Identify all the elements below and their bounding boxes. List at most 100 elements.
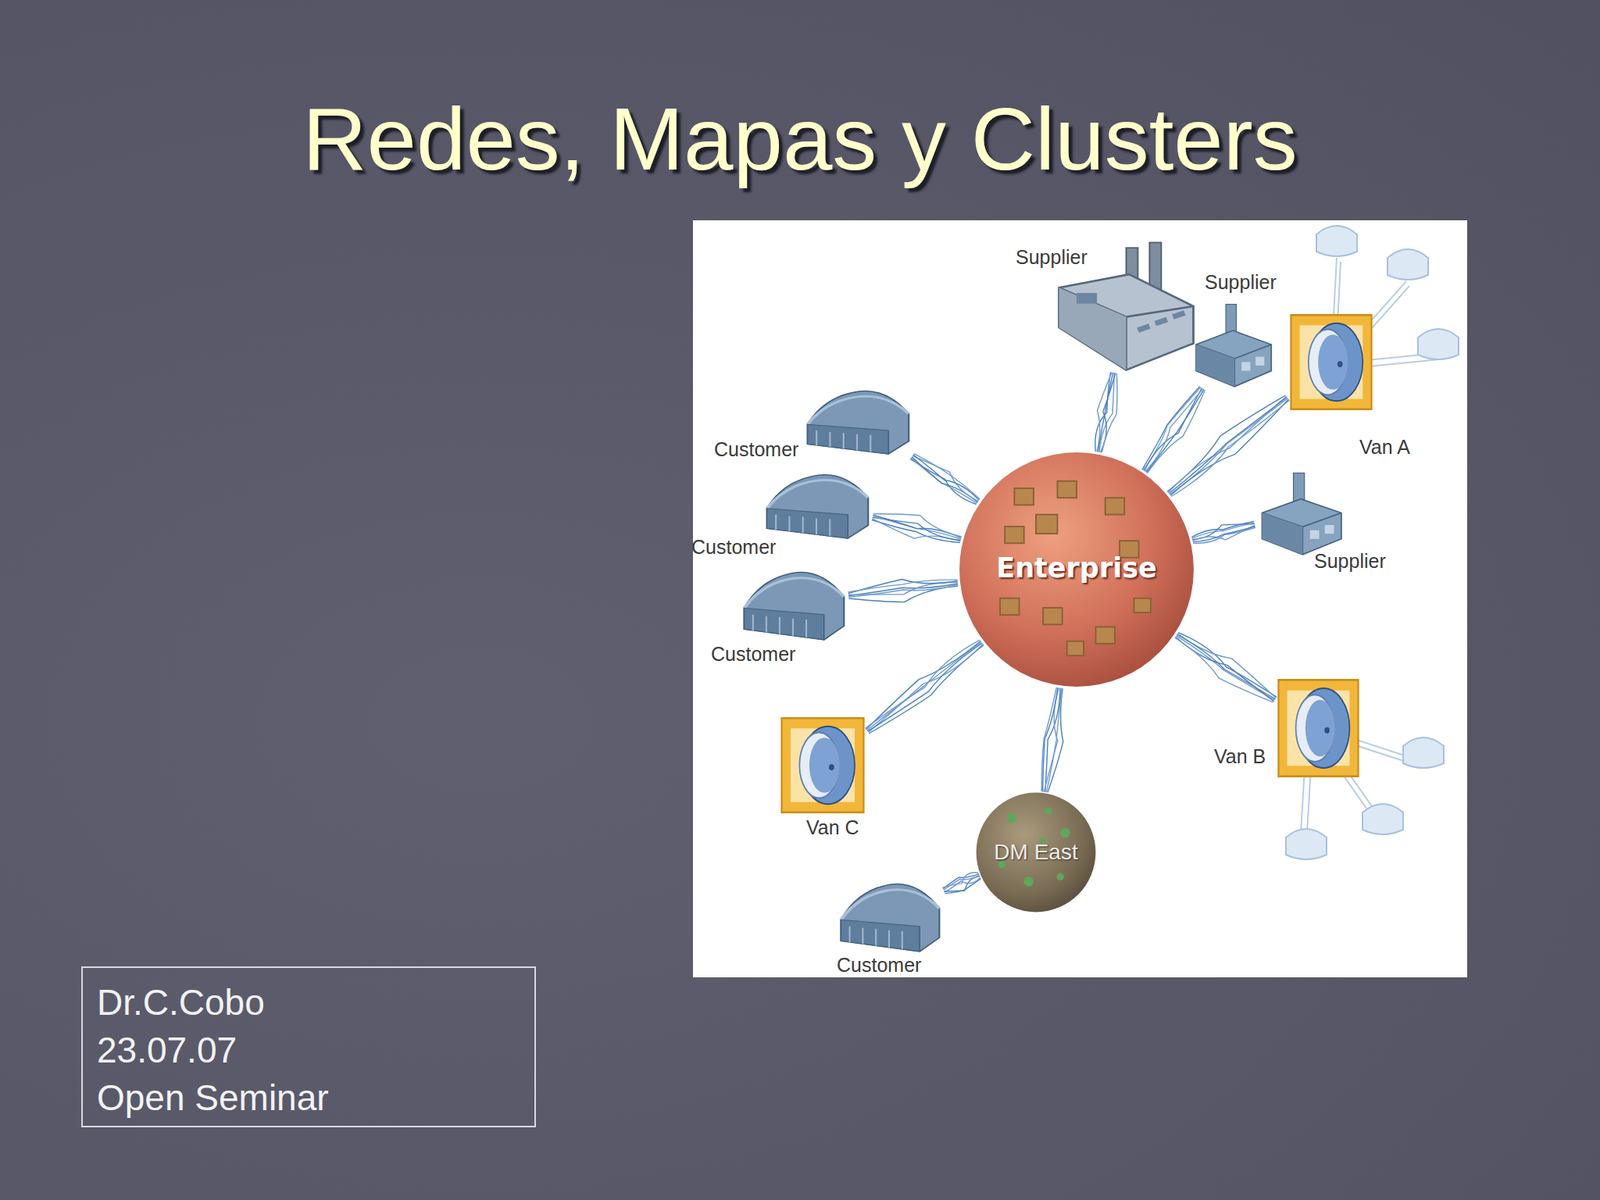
link-strand	[1095, 371, 1111, 452]
network-link	[871, 514, 962, 543]
sphere-label: DM East	[975, 791, 1097, 914]
sphere-label: Enterprise	[957, 448, 1197, 688]
slide-title: Redes, Mapas y Clusters	[0, 87, 1600, 190]
link-strand	[867, 643, 983, 733]
link-strand	[873, 514, 962, 537]
node-label: Van B	[1214, 745, 1266, 768]
link-strand	[913, 454, 980, 500]
link-strand	[1147, 389, 1206, 473]
node-label: Supplier	[1314, 550, 1386, 573]
link-strand	[1101, 373, 1118, 454]
link-strand	[1177, 633, 1276, 699]
link-strand	[1144, 388, 1203, 472]
link-strand	[1192, 527, 1256, 543]
link-strand	[914, 453, 981, 500]
link-strand	[865, 639, 981, 729]
node-label: Van C	[806, 816, 860, 840]
customer-node: Customer	[800, 380, 914, 457]
link-strand	[1167, 395, 1286, 492]
supplier-node: Supplier	[1254, 469, 1347, 557]
link-strand	[873, 514, 962, 538]
link-strand	[1192, 524, 1255, 540]
link-strand	[1169, 398, 1288, 495]
node-label: Supplier	[1204, 271, 1277, 294]
link-strand	[848, 579, 958, 593]
link-strand	[1041, 687, 1057, 792]
link-strand	[867, 642, 983, 731]
link-strand	[1170, 399, 1289, 496]
link-strand	[1192, 522, 1255, 539]
link-strand	[848, 582, 958, 595]
network-link	[1041, 687, 1064, 793]
link-strand	[1192, 526, 1256, 543]
node-label: Van A	[1359, 435, 1411, 459]
link-strand	[1175, 637, 1274, 703]
node-label: Customer	[836, 953, 922, 977]
link-strand	[848, 578, 958, 593]
link-strand	[945, 878, 982, 894]
supplier-node: Supplier	[1189, 300, 1277, 389]
author-box: Dr.C.Cobo23.07.07Open Seminar	[81, 966, 536, 1128]
author-line: 23.07.07	[96, 1026, 521, 1075]
link-strand	[1098, 372, 1114, 453]
link-strand	[871, 519, 961, 543]
node-label: Customer	[714, 438, 799, 461]
link-strand	[1192, 525, 1256, 541]
van-node: Van C	[778, 714, 868, 817]
customer-icon	[760, 464, 873, 541]
link-strand	[1176, 634, 1275, 700]
link-strand	[1047, 688, 1064, 793]
link-strand	[1042, 687, 1058, 792]
network-link	[1142, 386, 1205, 474]
link-strand	[942, 872, 979, 888]
link-strand	[866, 641, 982, 730]
link-strand	[1146, 389, 1204, 472]
link-strand	[871, 518, 961, 542]
supplier-node: Supplier	[1053, 239, 1200, 373]
link-strand	[944, 877, 981, 893]
link-strand	[1171, 400, 1290, 497]
link-strand	[848, 585, 958, 598]
link-strand	[868, 645, 984, 734]
enterprise-sphere: Enterprise	[957, 450, 1197, 690]
link-strand	[848, 585, 958, 602]
division-sphere: DM East	[975, 791, 1097, 914]
network-link	[1191, 521, 1256, 544]
customer-node: Customer	[834, 872, 944, 954]
van-icon	[1287, 310, 1375, 414]
link-strand	[910, 457, 978, 504]
link-strand	[848, 583, 958, 597]
link-strand	[1191, 521, 1254, 538]
van-node: Van B	[1275, 675, 1362, 781]
link-strand	[912, 455, 979, 501]
link-strand	[1045, 688, 1061, 793]
network-link	[1175, 632, 1277, 703]
node-label: Supplier	[1015, 246, 1088, 269]
link-strand	[942, 874, 979, 890]
customer-icon	[737, 560, 849, 643]
van-icon	[778, 714, 868, 817]
customer-icon	[834, 872, 944, 954]
link-strand	[872, 516, 961, 540]
node-label: Customer	[710, 642, 796, 666]
author-line: Open Seminar	[96, 1074, 521, 1122]
customer-node: Customer	[737, 560, 849, 643]
link-strand	[1142, 387, 1201, 471]
link-strand	[910, 458, 977, 504]
network-link	[942, 872, 981, 894]
customer-node: Customer	[760, 464, 873, 541]
author-line: Dr.C.Cobo	[96, 978, 521, 1027]
link-strand	[867, 642, 983, 732]
network-link	[865, 639, 985, 733]
link-strand	[1043, 687, 1059, 792]
link-strand	[1046, 688, 1061, 793]
node-label: Customer	[691, 535, 776, 559]
supplier-icon	[1254, 469, 1347, 557]
link-strand	[1100, 372, 1116, 453]
link-strand	[872, 517, 961, 540]
van-node: Van A	[1287, 310, 1375, 414]
network-link	[910, 453, 980, 505]
link-strand	[1099, 372, 1115, 453]
van-icon	[1275, 675, 1362, 781]
link-strand	[911, 457, 979, 503]
